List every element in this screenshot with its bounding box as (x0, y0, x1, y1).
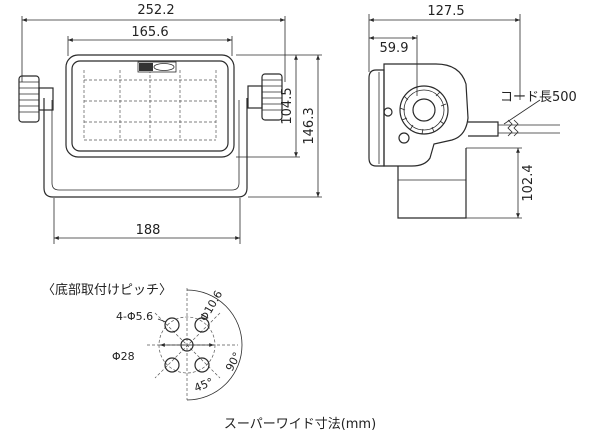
holes-label: 4-Φ5.6 (116, 310, 153, 323)
bottom-pitch-title: 〈底部取付けピッチ〉 (42, 282, 172, 298)
angle-45-label: 45° (192, 375, 215, 394)
cord-length-label: コード長500 (500, 90, 577, 105)
mount-hole (164, 317, 180, 333)
cord (468, 119, 560, 137)
side-lens (368, 69, 385, 167)
cord-leader (503, 99, 541, 125)
lamp-height-label: 104.5 (280, 87, 295, 124)
angle-90-label: 90° (223, 350, 244, 373)
lamp-lens (71, 60, 229, 152)
circle-label: Φ28 (112, 350, 135, 363)
lamp-housing (65, 54, 235, 158)
bottom-pitch-view: 〈底部取付けピッチ〉 4-Φ5.6 Φ28 Φ10.6 45° 90° (42, 282, 244, 401)
u-bracket-inner (51, 100, 240, 191)
mount-hole (194, 317, 210, 333)
side-screw (383, 107, 393, 117)
knob-knurl (399, 91, 447, 135)
outer-arc (186, 289, 243, 401)
left-knob (18, 75, 54, 123)
pivot-knob-center (412, 98, 436, 122)
side-base (397, 148, 467, 219)
side-screw-lower (398, 132, 410, 144)
pivot-knob-outer (399, 85, 449, 135)
right-knob (247, 73, 283, 121)
lens-grid (83, 70, 217, 141)
depth-label: 127.5 (427, 4, 464, 19)
center-hole-label: Φ10.6 (197, 288, 225, 323)
overall-height-label: 146.3 (302, 107, 317, 144)
overall-width-label: 252.2 (137, 3, 174, 18)
pivot-offset-label: 59.9 (380, 41, 409, 56)
lamp-width-label: 165.6 (131, 25, 168, 40)
front-view: 252.2 165.6 (18, 3, 322, 244)
brand-logo (137, 61, 177, 73)
base-height-label: 102.4 (521, 164, 536, 201)
side-view: 127.5 59.9 (368, 4, 577, 219)
caption: スーパーワイド寸法(mm) (224, 417, 376, 432)
base-width-label: 188 (136, 223, 161, 238)
mount-hole (194, 357, 210, 373)
mount-hole (164, 357, 180, 373)
side-body (383, 63, 469, 167)
u-bracket (43, 98, 248, 198)
pitch-circle (158, 316, 216, 374)
